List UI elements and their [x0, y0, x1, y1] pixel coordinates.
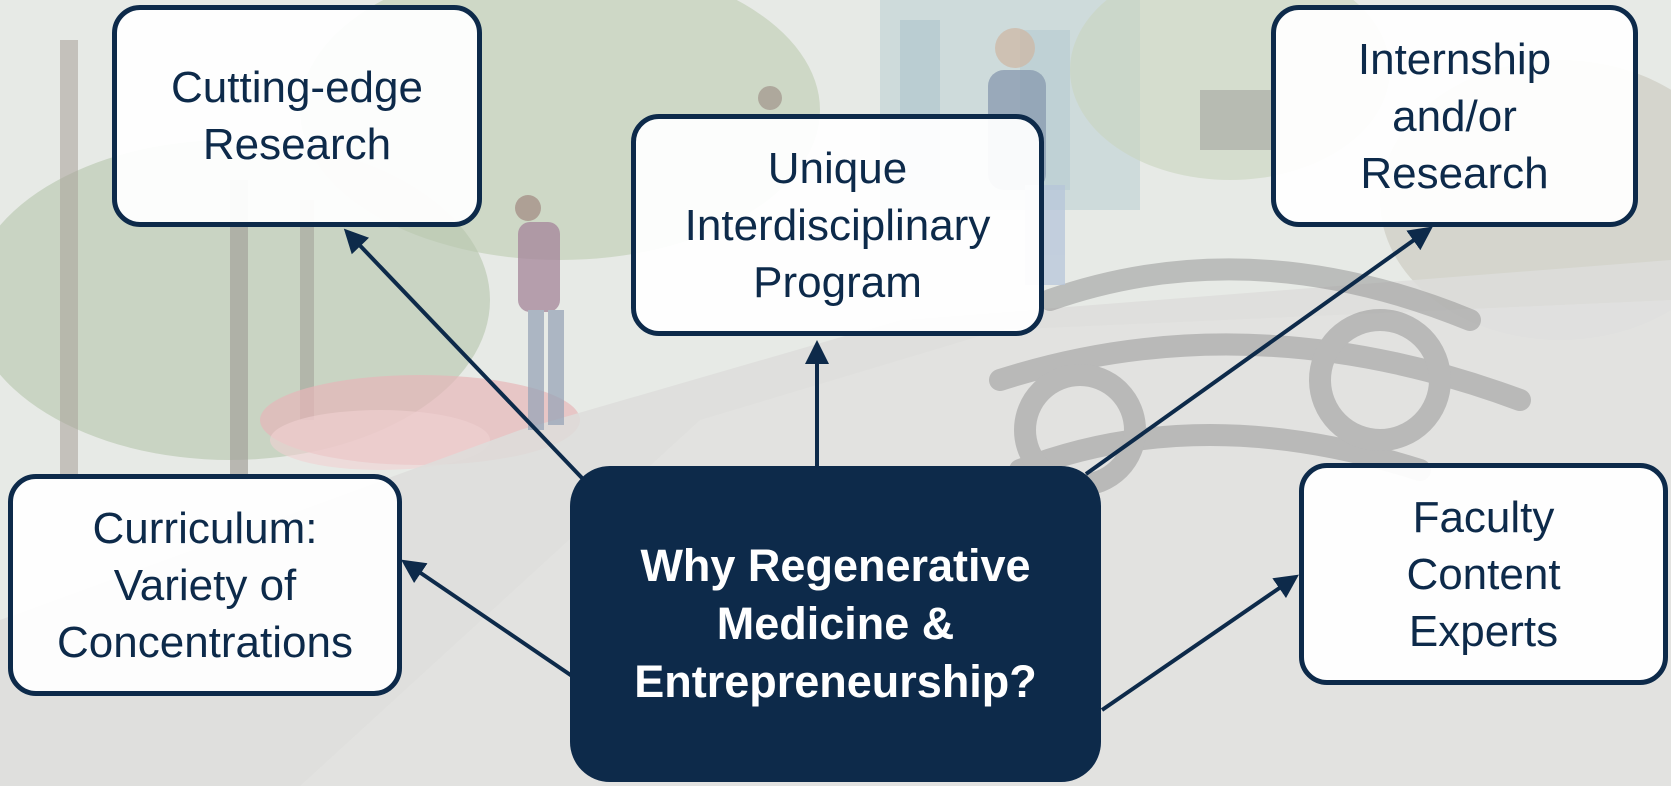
node-internship-research: Internship and/or Research: [1271, 5, 1638, 227]
arrow-to-research: [343, 228, 584, 480]
node-cutting-edge-research: Cutting-edge Research: [112, 5, 482, 227]
node-interdisciplinary-program: Unique Interdisciplinary Program: [631, 114, 1044, 336]
arrow-to-faculty: [1100, 574, 1299, 712]
arrow-to-curriculum: [401, 559, 574, 678]
arrow-to-internship: [1084, 226, 1433, 476]
central-question: Why Regenerative Medicine & Entrepreneur…: [570, 466, 1101, 782]
node-curriculum: Curriculum: Variety of Concentrations: [8, 474, 402, 696]
node-faculty-experts: Faculty Content Experts: [1299, 463, 1668, 685]
